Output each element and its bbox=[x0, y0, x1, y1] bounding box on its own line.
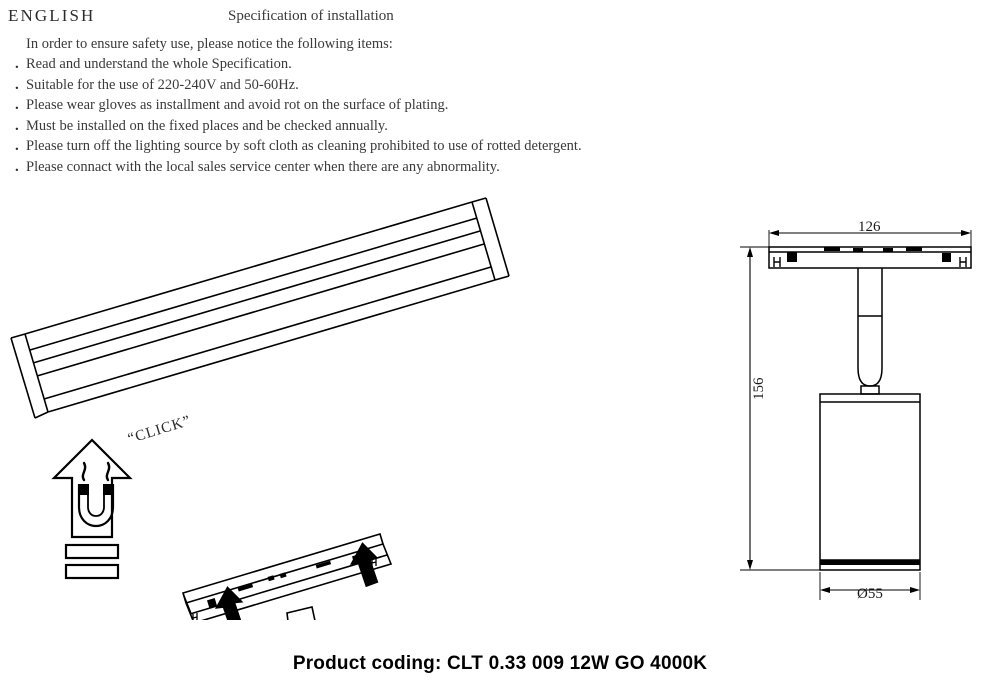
bullet-icon: . bbox=[15, 76, 19, 93]
page-header: ENGLISH Specification of installation bbox=[0, 6, 1000, 34]
notice-item: . Read and understand the whole Specific… bbox=[14, 55, 660, 75]
notice-item: . Please connact with the local sales se… bbox=[14, 158, 660, 178]
bullet-icon: . bbox=[15, 138, 19, 154]
bullet-icon: . bbox=[15, 117, 19, 134]
track-bar-clips bbox=[773, 257, 967, 267]
dimension-line-width bbox=[769, 230, 971, 236]
page-footer: Product coding: CLT 0.33 009 12W GO 4000… bbox=[0, 653, 1000, 675]
base-contact-pads bbox=[207, 554, 362, 608]
bullet-icon: . bbox=[15, 158, 19, 175]
cylinder-body bbox=[819, 393, 921, 571]
magnetic-track-rail bbox=[10, 197, 510, 419]
notice-item: . Please wear gloves as installment and … bbox=[14, 96, 660, 116]
magnet-poles bbox=[79, 484, 113, 495]
dimension-line-height bbox=[747, 247, 753, 570]
witness-lines bbox=[740, 230, 972, 600]
bullet-icon: . bbox=[15, 97, 19, 113]
vertical-stem bbox=[857, 268, 883, 395]
magnet-mount-icon bbox=[51, 438, 133, 580]
assembly-isometric-drawing bbox=[10, 197, 510, 620]
notice-item: . Please turn off the lighting source by… bbox=[14, 137, 660, 157]
dimension-width-label: 126 bbox=[858, 219, 881, 235]
track-bar-contacts bbox=[787, 247, 951, 262]
dimension-height-label: 156 bbox=[751, 377, 767, 401]
notice-intro: In order to ensure safety use, please no… bbox=[26, 36, 393, 52]
notice-item-text: Please wear gloves as installment and av… bbox=[26, 97, 449, 113]
notice-item: . Suitable for the use of 220-240V and 5… bbox=[14, 76, 660, 96]
notice-item: . Must be installed on the fixed places … bbox=[14, 117, 660, 137]
page-title: Specification of installation bbox=[228, 8, 394, 24]
track-bar-profile bbox=[768, 246, 972, 269]
dimension-elevation-drawing bbox=[740, 230, 972, 600]
bullet-icon: . bbox=[15, 56, 19, 72]
safety-notice-block: In order to ensure safety use, please no… bbox=[0, 36, 660, 178]
knuckle-arm bbox=[286, 606, 316, 620]
notice-item-text: Please connact with the local sales serv… bbox=[26, 158, 500, 175]
cylinder-bottom-band bbox=[820, 560, 920, 565]
notice-item-text: Please turn off the lighting source by s… bbox=[26, 138, 582, 154]
direction-arrow bbox=[214, 586, 244, 620]
magnet-field-lines bbox=[81, 461, 111, 482]
language-title: ENGLISH bbox=[8, 6, 96, 25]
dimension-line-diameter bbox=[820, 587, 920, 593]
notice-item-text: Read and understand the whole Specificat… bbox=[26, 56, 292, 72]
product-coding-label: Product coding: CLT 0.33 009 12W GO 4000… bbox=[292, 653, 708, 674]
notice-item-text: Must be installed on the fixed places an… bbox=[26, 117, 388, 134]
notice-item-text: Suitable for the use of 220-240V and 50-… bbox=[26, 76, 299, 93]
direction-arrow bbox=[349, 542, 379, 588]
dimension-diameter-label: Ø55 bbox=[857, 586, 883, 602]
